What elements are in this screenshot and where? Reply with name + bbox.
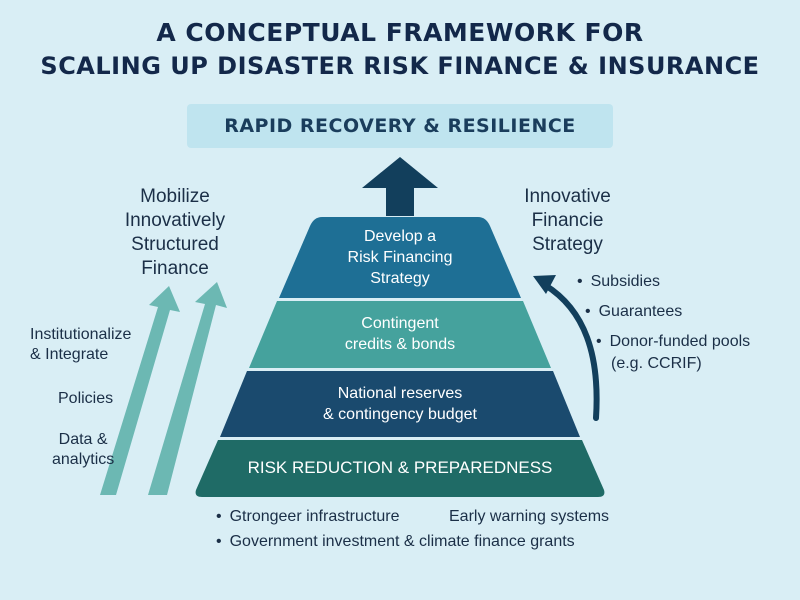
tier-3-line-2: & contingency budget xyxy=(323,406,477,423)
recovery-banner: RAPID RECOVERY & RESILIENCE xyxy=(187,104,613,148)
label-institutionalize: Institutionalize & Integrate xyxy=(30,325,131,365)
curved-arrow xyxy=(542,282,600,421)
title-line-1: A CONCEPTUAL FRAMEWORK FOR xyxy=(156,18,644,47)
left-arrow-outer xyxy=(148,282,227,495)
label-data-analytics: Data & analytics xyxy=(52,430,114,470)
bottom-item-2: Government investment & climate finance … xyxy=(216,533,575,551)
label-data-line-2: analytics xyxy=(52,451,115,468)
tier-1-line-1: Develop a xyxy=(363,228,437,245)
label-institutionalize-line-2: & Integrate xyxy=(30,346,109,363)
tier-1-line-3: Strategy xyxy=(370,270,430,287)
tier-3-line-1: National reserves xyxy=(337,385,463,402)
right-heading-line-2: Financie xyxy=(531,210,604,231)
right-heading-line-3: Strategy xyxy=(532,234,603,255)
pyramid-tier-3 xyxy=(220,371,580,437)
bottom-item-1a: Gtrongeer infrastructure xyxy=(216,508,400,526)
tier-4-label: RISK REDUCTION & PREPAREDNESS xyxy=(247,458,553,477)
right-heading: Innovative Financie Strategy xyxy=(500,185,635,257)
label-institutionalize-line-1: Institutionalize xyxy=(30,326,132,343)
tier-2-label: Contingent credits & bonds xyxy=(280,313,520,355)
up-arrow-icon xyxy=(362,157,438,216)
curved-arrow-head-icon xyxy=(533,275,556,294)
bullet-guarantees: Guarantees xyxy=(585,303,683,321)
right-heading-line-1: Innovative xyxy=(524,186,611,207)
tier-2-line-2: credits & bonds xyxy=(344,336,456,353)
tier-2-line-1: Contingent xyxy=(361,315,439,332)
tier-1-label: Develop a Risk Financing Strategy xyxy=(300,226,500,289)
pyramid-tier-4 xyxy=(195,440,605,497)
label-data-line-1: Data & xyxy=(58,431,108,448)
left-heading-line-4: Finance xyxy=(141,258,209,279)
tier-3-label: National reserves & contingency budget xyxy=(260,383,540,425)
pyramid-tier-1 xyxy=(279,217,521,298)
bullet-subsidies: Subsidies xyxy=(577,273,660,291)
left-heading-line-1: Mobilize xyxy=(140,186,210,207)
left-heading-line-3: Structured xyxy=(131,234,219,255)
pyramid-tier-2 xyxy=(249,301,551,368)
bullet-donor-pools: Donor-funded pools xyxy=(596,333,751,351)
left-heading-line-2: Innovatively xyxy=(124,210,226,231)
tier-1-line-2: Risk Financing xyxy=(347,249,453,266)
left-heading: Mobilize Innovatively Structured Finance xyxy=(100,185,250,281)
left-arrow-inner xyxy=(100,286,180,495)
title-line-2: SCALING UP DISASTER RISK FINANCE & INSUR… xyxy=(40,52,760,80)
label-policies: Policies xyxy=(58,390,114,407)
bullet-note: (e.g. CCRIF) xyxy=(611,355,702,372)
bottom-item-1b: Early warning systems xyxy=(449,508,610,525)
